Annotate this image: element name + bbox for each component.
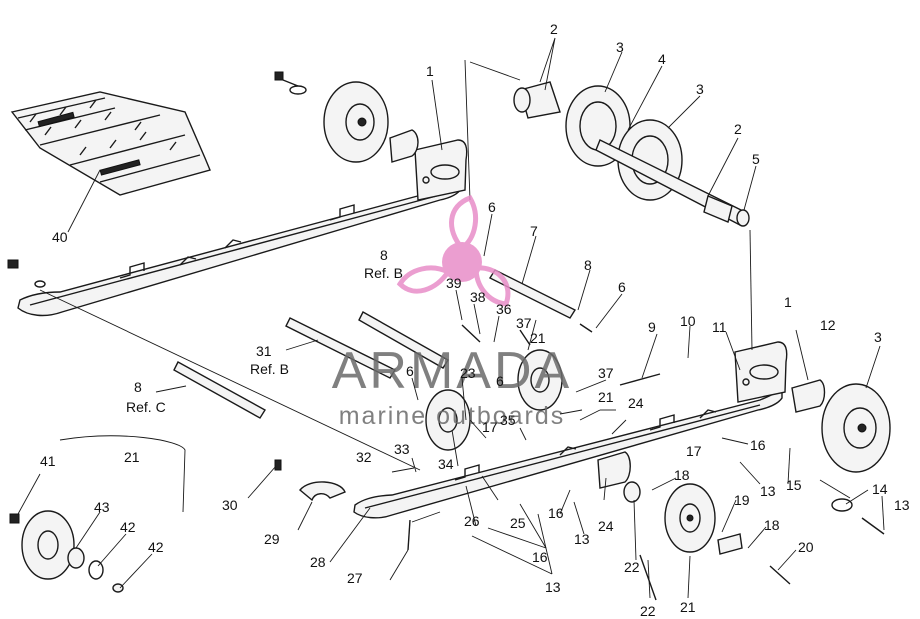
callout-34: 33 (394, 441, 410, 457)
callout-11: 11 (712, 319, 727, 335)
callout-43: 42 (120, 519, 136, 535)
callout-20: 20 (798, 539, 814, 555)
callout-39: 38 (470, 289, 486, 305)
callout-15: 15 (786, 477, 802, 493)
callout-29: 28 (310, 554, 326, 570)
callout-4: 4 (658, 51, 666, 67)
callout-19: 19 (734, 492, 750, 508)
callout-17: 17 (686, 443, 702, 459)
callout-6: 6 (406, 363, 414, 379)
cross-shafts (173, 269, 577, 419)
callout-21: 21 (680, 599, 696, 615)
callout-25: 24 (628, 395, 644, 411)
track-section (10, 91, 211, 196)
rear-axle-assembly (513, 81, 750, 227)
callout-33: 32 (356, 449, 372, 465)
outer-rear-wheel (821, 383, 891, 535)
callout-5: 5 (752, 151, 760, 167)
callout-13: 13 (574, 531, 590, 547)
callout-37: 36 (496, 301, 512, 317)
ref-b-label: Ref. B (250, 361, 289, 377)
callout-24: 23 (460, 365, 476, 381)
watermark-tagline: marine outboards (339, 402, 566, 430)
wheel-kit-group (9, 435, 186, 593)
ref-b-label: Ref. B (364, 265, 403, 281)
callout-17: 17 (482, 419, 498, 435)
callout-13: 13 (760, 483, 776, 499)
callout-28: 27 (347, 570, 363, 586)
ref-c-label: Ref. C (126, 399, 166, 415)
callout-22: 22 (640, 603, 656, 619)
hardware-parts (7, 259, 791, 601)
callout-14: 14 (872, 481, 888, 497)
callout-36: 35 (500, 412, 516, 428)
callout-27: 26 (464, 513, 480, 529)
callout-8: 8 (134, 379, 142, 395)
callout-3: 3 (616, 39, 624, 55)
callout-8: 8 (380, 247, 388, 263)
callout-41: 40 (52, 229, 68, 245)
callout-2: 2 (734, 121, 742, 137)
callout-21: 21 (124, 449, 140, 465)
callout-2: 2 (550, 21, 558, 37)
callout-3: 3 (874, 329, 882, 345)
callout-8: 8 (584, 257, 592, 273)
upper-idler-wheel (274, 71, 419, 163)
callout-6: 6 (488, 199, 496, 215)
callout-42: 41 (40, 453, 56, 469)
leader-lines (17, 37, 885, 599)
center-wheels (425, 349, 826, 555)
propeller-logo-icon (396, 194, 511, 307)
right-rail-assembly (353, 341, 788, 519)
callout-18: 18 (674, 467, 690, 483)
callout-16: 16 (548, 505, 564, 521)
callout-1: 1 (784, 294, 792, 310)
callout-38: 37 (516, 315, 532, 331)
callout-22: 21 (598, 389, 614, 405)
callout-3: 3 (696, 81, 704, 97)
callout-7: 7 (530, 223, 538, 239)
callout-42: 42 (148, 539, 164, 555)
callout-6: 6 (618, 279, 626, 295)
callout-6: 6 (496, 373, 504, 389)
left-rail-assembly (17, 139, 468, 317)
callout-9: 9 (648, 319, 656, 335)
watermark-brand: ARMADA (332, 342, 572, 400)
callout-16: 16 (750, 437, 766, 453)
callout-21: 21 (530, 330, 546, 346)
callout-16: 16 (532, 549, 548, 565)
callout-13: 13 (894, 497, 910, 513)
callout-labels: 1 1 2 2 3 3 3 4 5 6 6 6 6 7 8 8 8 Ref. B… (40, 21, 910, 619)
callout-30: 29 (264, 531, 280, 547)
callout-12: 12 (820, 317, 836, 333)
callout-24: 24 (598, 518, 614, 534)
callout-37: 37 (598, 365, 614, 381)
callout-31: 30 (222, 497, 238, 513)
callout-18: 18 (764, 517, 780, 533)
callout-10: 10 (680, 313, 696, 329)
callout-35: 34 (438, 456, 454, 472)
callout-13: 13 (545, 579, 561, 595)
armada-watermark: ARMADA marine outboards (332, 194, 572, 430)
callout-26: 25 (510, 515, 526, 531)
callout-32: 31 (256, 343, 272, 359)
callout-1: 1 (426, 63, 434, 79)
callout-40: 39 (446, 275, 462, 291)
callout-44: 43 (94, 499, 110, 515)
callout-23: 22 (624, 559, 640, 575)
